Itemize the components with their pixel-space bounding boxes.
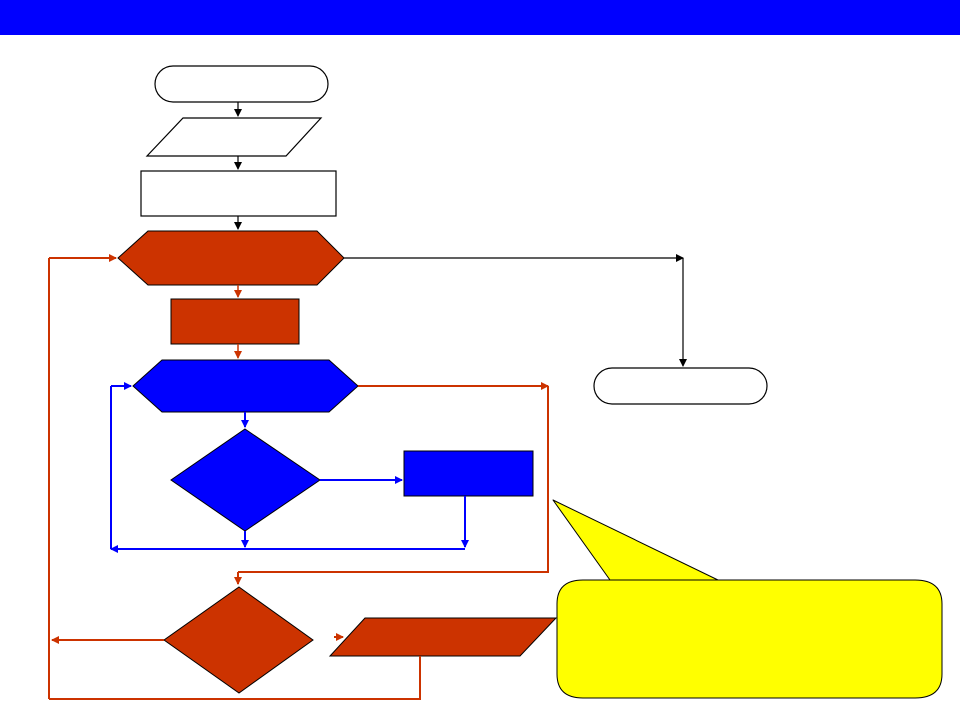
callout-bubble — [552, 499, 943, 699]
end-terminator — [593, 367, 768, 405]
outer-loop-setup-process — [170, 298, 300, 345]
input-parallelogram — [145, 117, 323, 157]
header-bar — [0, 0, 960, 35]
inner-condition-diamond — [170, 428, 321, 532]
outer-loop-check-hexagon — [117, 230, 345, 286]
line-output-down — [49, 656, 421, 700]
inner-action-process — [403, 450, 534, 497]
outer-condition-diamond — [163, 586, 314, 694]
output-parallelogram — [328, 617, 558, 657]
start-terminator — [154, 65, 329, 103]
initialize-process — [140, 170, 337, 217]
line-inner-exit-down — [238, 386, 549, 573]
inner-loop-check-hexagon — [132, 359, 359, 413]
